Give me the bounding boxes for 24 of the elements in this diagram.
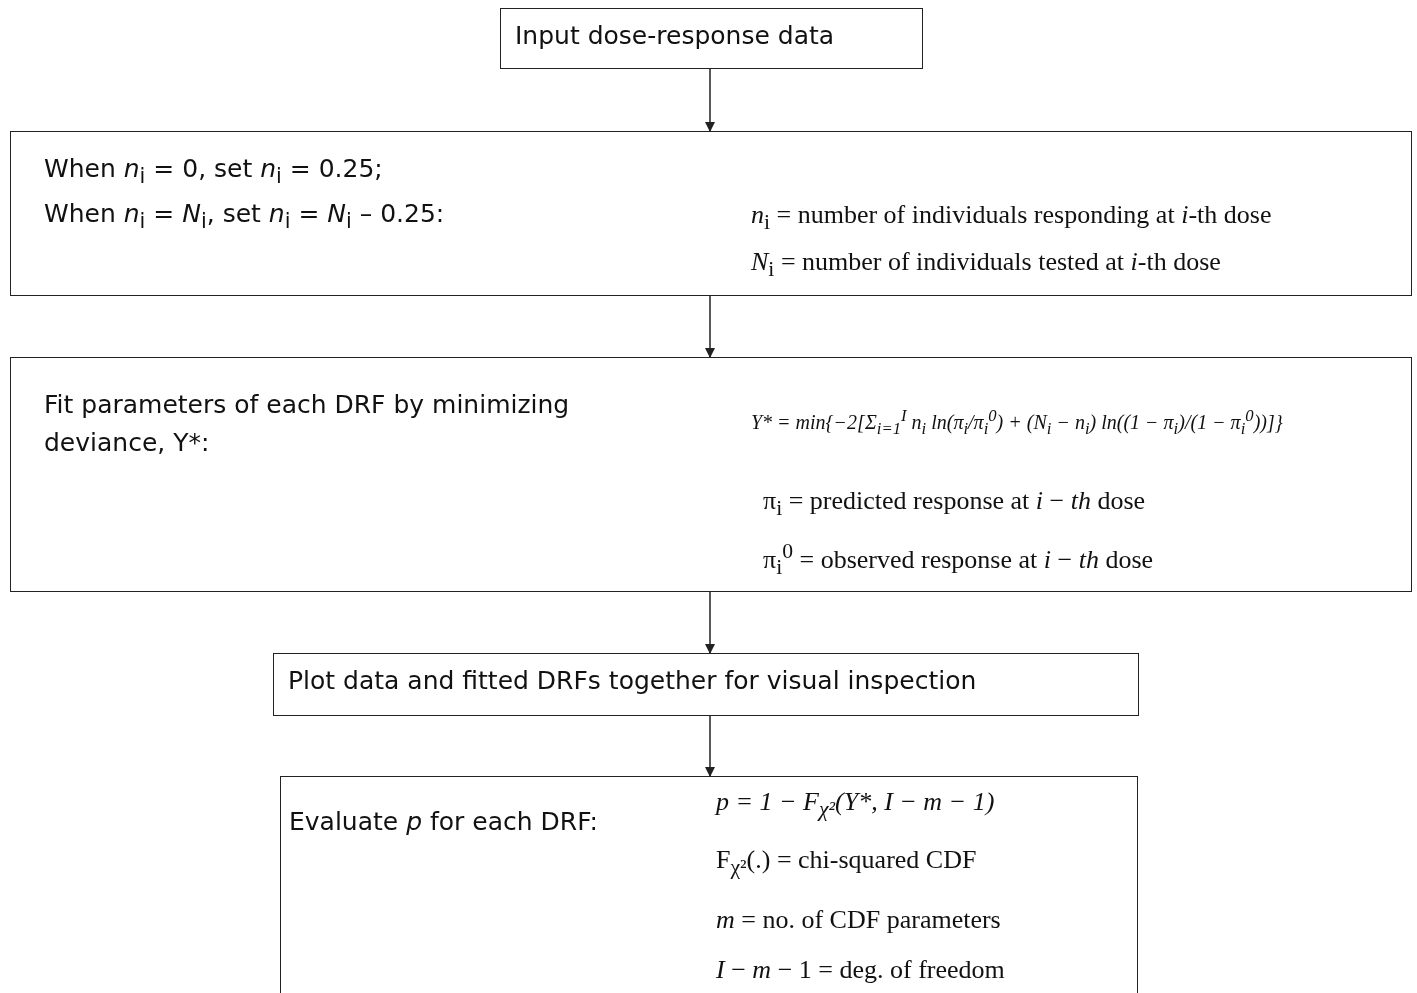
process-box [500, 8, 923, 69]
definition-text: I − m − 1 = deg. of freedom [716, 955, 1005, 985]
definition-text: π$_{i}$ = predicted response at i − th dose [763, 486, 1146, 522]
process-box [280, 776, 1138, 993]
definition-text: n$_{i}$ = number of individuals responding at i-th dose [751, 200, 1272, 236]
arrow [705, 715, 715, 777]
step-label: Evaluate p for each DRF: [289, 807, 599, 836]
process-box [10, 357, 1412, 592]
process-box [10, 131, 1412, 296]
step-label: Fit parameters of each DRF by minimizing deviance, Y*: [44, 389, 571, 459]
process-box [273, 653, 1139, 716]
arrow [705, 591, 715, 654]
definition-text: F$_{χ²}$(.) = chi-squared CDF [716, 845, 977, 881]
definition-text: π$_{i}$$^{0}$ = observed response at i − th dose [763, 539, 1154, 580]
step-label: Input dose-response data [515, 21, 835, 50]
definition-text: m = no. of CDF parameters [716, 905, 1001, 935]
definition-text: N$_{i}$ = number of individuals tested at i-th dose [751, 247, 1221, 283]
arrow [705, 68, 715, 132]
rule-text: When n$_{i}$ = 0, set n$_{i}$ = 0.25; [44, 154, 383, 188]
step-label: Plot data and fitted DRFs together for visual inspection [288, 666, 977, 695]
formula-text: p = 1 − F$_{χ²}$(Y*, I − m − 1) [716, 787, 995, 823]
rule-text: When n$_{i}$ = N$_{i}$, set n$_{i}$ = N$_{i}$ – 0.25: [44, 199, 445, 233]
formula-text: Y* = min{−2[Σ$_{i=1}$$^{I}$ n$_{i}$ ln(π$_{i}$/π$_{i}$$^{0}$) + (N$_{i}$ − n$_{i}$) ln((1 − π$_{i}$)/(1 − π$_{i}$$^{0}$))]} [751, 406, 1283, 439]
arrow [705, 295, 715, 358]
